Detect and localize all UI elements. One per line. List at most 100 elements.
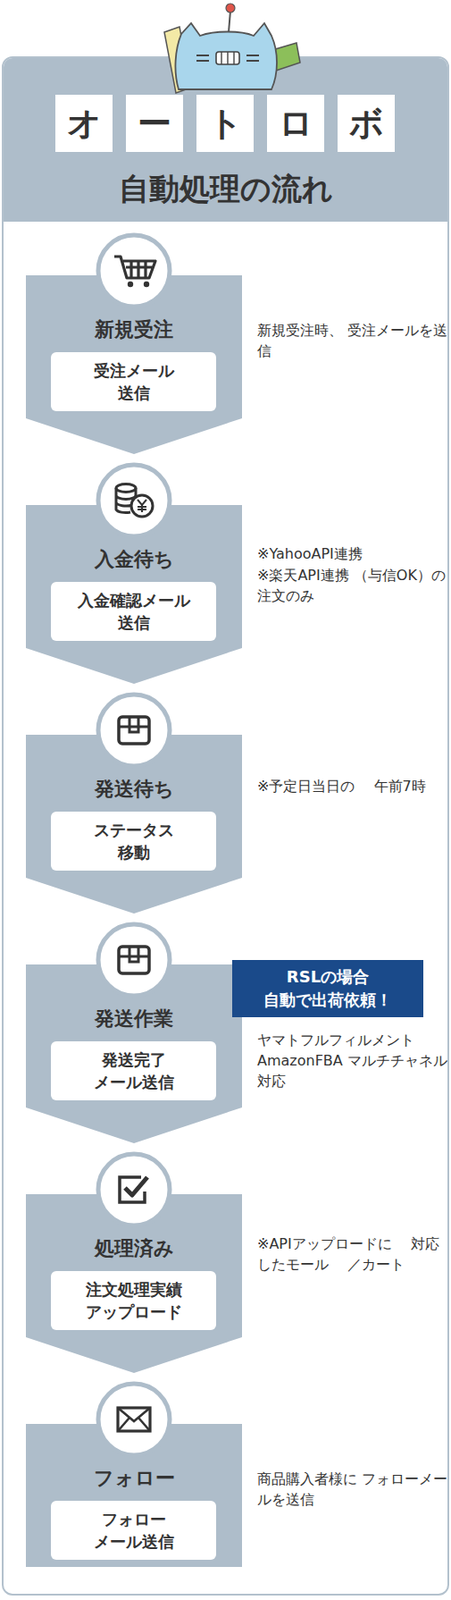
step-heading: 新規受注 [25, 316, 243, 343]
node-text: ト [208, 100, 243, 147]
text-line: ヤマトフルフィルメント [257, 1030, 415, 1048]
icon-circle [98, 693, 170, 766]
mascot-teeth [221, 51, 234, 65]
title-char-box: ボ [337, 94, 395, 152]
cart-shape [114, 256, 156, 278]
diagram-title: 自動処理の流れ [0, 167, 451, 209]
cart-icon [98, 234, 170, 307]
mascot-mouth [216, 51, 240, 65]
text-line: 自動処理の流れ [118, 170, 334, 207]
coin-stack [116, 487, 136, 513]
node-text: 受注メール 送信 [93, 359, 175, 404]
step-heading: 入金待ち [25, 545, 243, 573]
text-line: 送信 [77, 610, 191, 634]
text-line: メール送信 [93, 1069, 175, 1093]
text-line: ※APIアップロードに [257, 1234, 393, 1252]
node-text: オ [66, 100, 102, 147]
node-text: ロ [278, 100, 314, 147]
side-note: ※YahooAPI連携 [257, 542, 450, 564]
yen-mark [137, 499, 147, 512]
action-box: 発送完了 メール送信 [50, 1040, 217, 1100]
node-text: フォロー メール送信 [93, 1506, 175, 1552]
cart-wheel [143, 281, 150, 287]
step-arrow: 処理済み注文処理実績 アップロード [25, 1193, 243, 1372]
text-line: メール送信 [93, 1528, 175, 1552]
envelope [117, 1406, 151, 1430]
side-note: 商品購入者様に フォローメールを送信 [257, 1467, 450, 1509]
text-line: 商品購入者様に [257, 1469, 358, 1487]
mail-icon [98, 1382, 170, 1454]
node-text: ボ [349, 100, 385, 147]
mascot-antenna-ball [225, 3, 235, 13]
text-line: ト [208, 100, 243, 147]
text-line: オ [66, 100, 102, 147]
text-line: 入金待ち [25, 545, 243, 573]
text-line: 発送完了 [93, 1047, 175, 1070]
title-char-box: ト [196, 94, 254, 152]
step-arrow: 発送待ちステータス 移動 [25, 734, 243, 913]
mascot-flag [164, 26, 192, 93]
icon-circle [98, 923, 170, 995]
text-line: ／カート [333, 1254, 405, 1272]
step-fill [25, 504, 243, 684]
box-shape [118, 945, 150, 973]
node-text: ー [137, 100, 172, 147]
mascot-eyes [196, 55, 259, 61]
text-line: ステータス [93, 818, 175, 841]
mascot [164, 3, 301, 93]
text-line: 新規受注 [25, 316, 243, 343]
text-line: 入金確認メール [77, 588, 191, 611]
step-fill [25, 963, 243, 1143]
step-arrow: 入金待ち入金確認メール 送信 [25, 504, 243, 684]
title-char-box: ー [125, 94, 184, 152]
icon-circle [98, 1382, 170, 1454]
box-tape [118, 716, 150, 732]
text-line: ※YahooAPI連携 [257, 544, 363, 562]
cart-wheel [127, 281, 134, 287]
node-text: 注文処理実績 アップロード [85, 1277, 183, 1322]
side-note: ヤマトフルフィルメント AmazonFBA マルチチャネル対応 [257, 1028, 450, 1091]
step-fill [25, 275, 243, 454]
step-arrow: 発送作業発送完了 メール送信 [25, 963, 243, 1143]
text-line: AmazonFBA [257, 1051, 343, 1069]
action-box: 注文処理実績 アップロード [50, 1269, 217, 1329]
text-line: 移動 [93, 840, 175, 863]
text-line: 自動で出荷依頼！ [263, 987, 393, 1011]
step-arrow: 新規受注受注メール 送信 [25, 275, 243, 454]
coin [131, 494, 153, 517]
step-fill [25, 734, 243, 913]
node-text: RSLの場合 自動で出荷依頼！ [263, 964, 393, 1011]
title-char-box: オ [55, 94, 113, 152]
icon-circle [98, 1152, 170, 1225]
box-icon [98, 923, 170, 995]
box-shape [118, 716, 150, 744]
icon-circle [98, 234, 170, 307]
box-icon [98, 693, 170, 766]
text-line: 発送待ち [25, 775, 243, 802]
text-line: アップロード [85, 1299, 183, 1322]
step-fill [25, 1193, 243, 1372]
step-heading: フォロー [25, 1463, 243, 1491]
text-line: 受注メール [93, 359, 175, 382]
icon-circle [98, 464, 170, 536]
text-line: 午前7時 [359, 776, 426, 794]
node-text: 発送完了 メール送信 [93, 1047, 175, 1093]
node-text: 入金確認メール 送信 [77, 588, 191, 634]
box-tape [118, 945, 150, 961]
step-heading: 処理済み [25, 1234, 243, 1262]
callout-badge: RSLの場合 自動で出荷依頼！ [232, 959, 424, 1017]
text-line: 新規受注時、 [257, 321, 343, 339]
check-box [119, 1176, 145, 1202]
mascot-antenna [228, 10, 231, 33]
text-line: 送信 [93, 381, 175, 404]
check-icon [98, 1152, 170, 1225]
node-text: ステータス 移動 [93, 818, 175, 863]
title-char-box: ロ [267, 94, 325, 152]
side-note: ※予定日当日の 午前7時 [257, 775, 450, 796]
side-note: 新規受注時、 受注メールを送信 [257, 319, 450, 361]
envelope-flap [117, 1406, 151, 1430]
text-line: 処理済み [25, 1234, 243, 1262]
text-line: ボ [349, 100, 385, 147]
action-box: フォロー メール送信 [50, 1499, 217, 1559]
